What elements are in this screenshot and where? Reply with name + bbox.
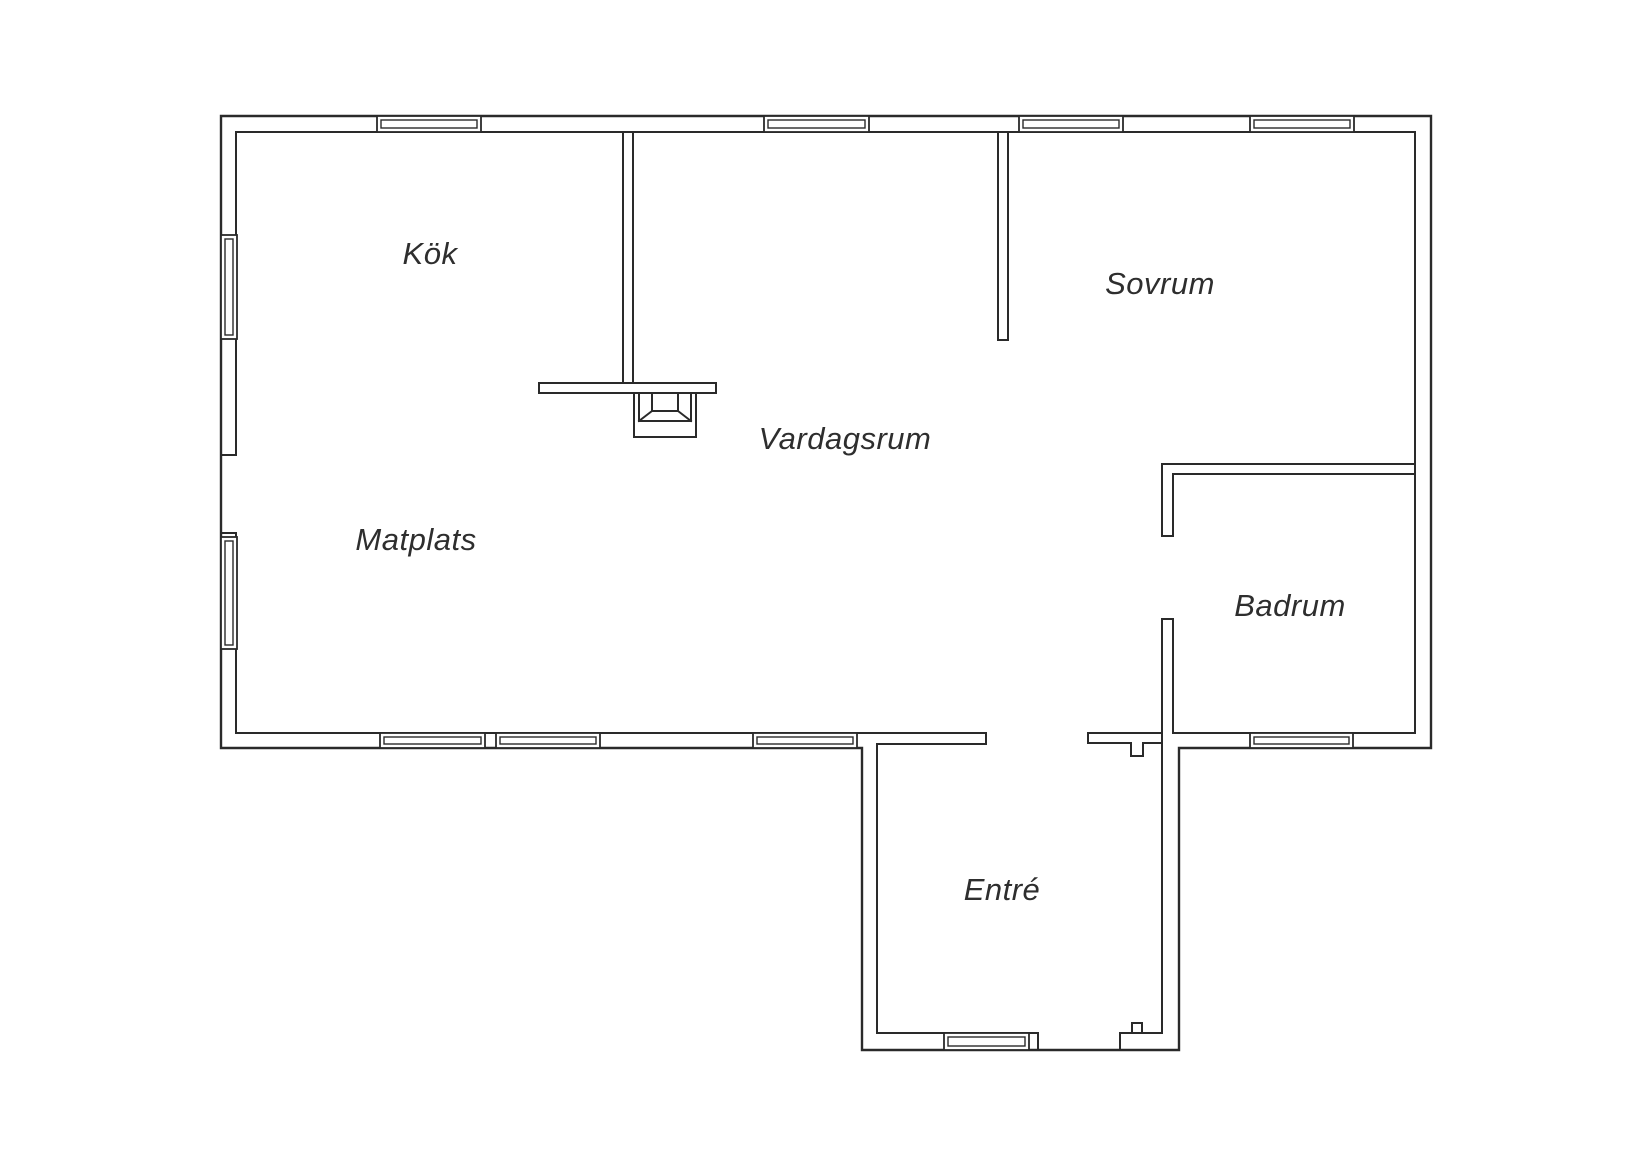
window-top-kok <box>376 115 482 133</box>
window-entre <box>943 1032 1030 1051</box>
window-bottom-badrum <box>1249 732 1354 749</box>
chimney-fireplace-symbol <box>633 392 697 438</box>
wall-sovrum-badrum <box>1161 463 1416 537</box>
room-label-sovrum: Sovrum <box>1105 266 1215 301</box>
windows <box>220 115 1355 1051</box>
window-bottom-vardagsrum <box>752 732 858 749</box>
room-labels: Kök Sovrum Vardagsrum Matplats Badrum En… <box>355 236 1345 907</box>
window-bottom-matplats-2 <box>495 732 601 749</box>
window-left-kok <box>220 234 238 340</box>
window-top-vardagsrum <box>763 115 870 133</box>
room-label-matplats: Matplats <box>355 522 476 557</box>
wall-kok-vardagsrum <box>622 131 634 384</box>
wall-badrum-west <box>1161 618 1174 744</box>
fireplace-mantel <box>538 382 717 394</box>
wall-vardagsrum-sovrum <box>997 131 1009 341</box>
room-label-kok: Kök <box>403 236 459 271</box>
interior-walls <box>538 131 1416 744</box>
window-left-matplats <box>220 536 238 650</box>
room-label-badrum: Badrum <box>1234 588 1346 623</box>
window-top-sovrum-left <box>1018 115 1124 133</box>
room-label-entre: Entré <box>964 872 1041 907</box>
window-top-sovrum-right <box>1249 115 1355 133</box>
window-bottom-matplats-1 <box>379 732 486 749</box>
room-label-vardagsrum: Vardagsrum <box>759 421 932 456</box>
